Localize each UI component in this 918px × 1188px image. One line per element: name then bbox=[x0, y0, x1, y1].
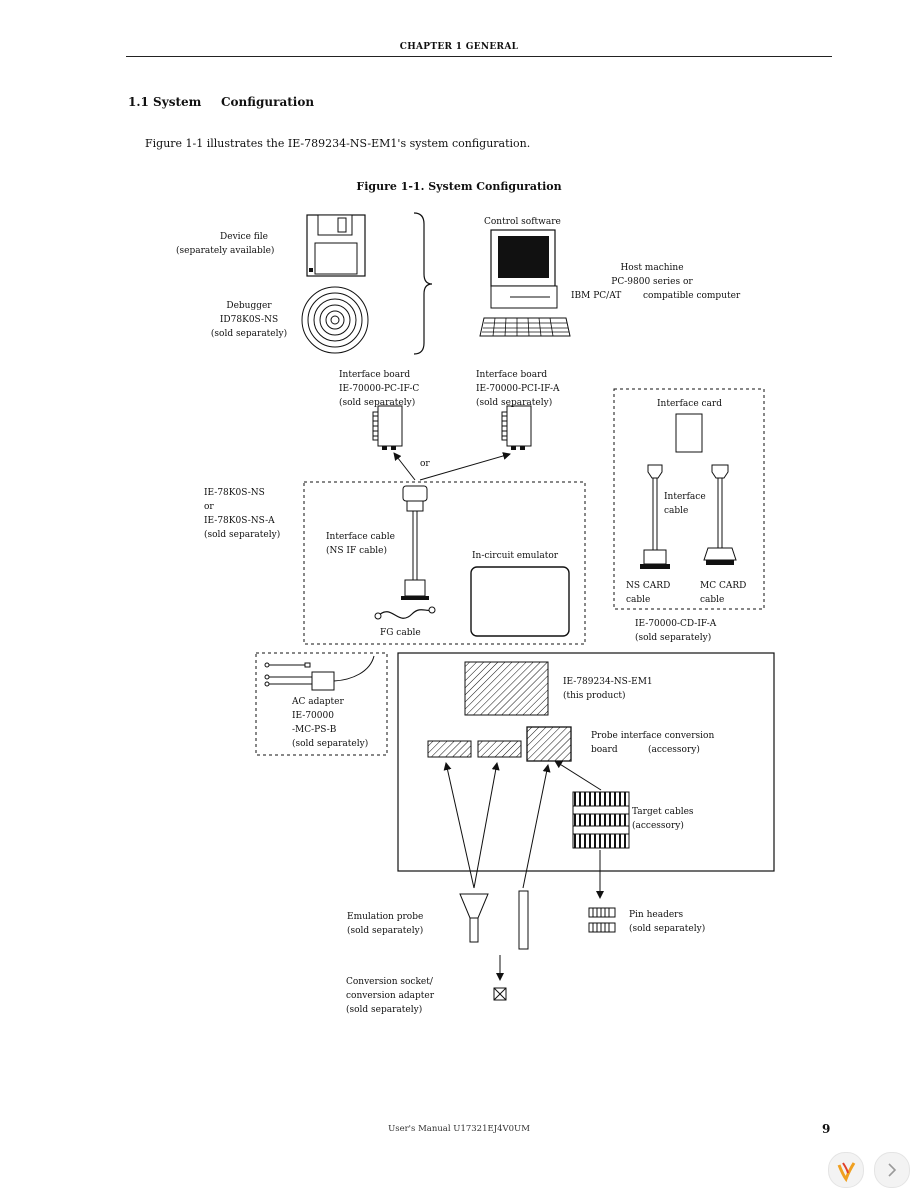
emulation-probe-icon bbox=[459, 893, 489, 943]
conversion-socket-icon bbox=[493, 987, 507, 1001]
product-name-label: IE-789234-NS-EM1 bbox=[563, 677, 653, 687]
header-rule bbox=[126, 56, 832, 57]
host-computer-icon bbox=[479, 229, 571, 337]
pin-headers-note: (sold separately) bbox=[629, 924, 706, 934]
cable-connector-icon bbox=[640, 464, 670, 569]
host-compatible-label: compatible computer bbox=[643, 291, 741, 301]
mc-card-cable-label: cable bbox=[700, 595, 725, 605]
interface-card-label: Interface card bbox=[657, 399, 722, 409]
pin-headers-icon bbox=[588, 907, 616, 933]
intro-paragraph: Figure 1-1 illustrates the IE-789234-NS-… bbox=[145, 137, 531, 150]
control-software-label: Control software bbox=[484, 217, 561, 227]
probe-interface-board bbox=[526, 726, 572, 762]
board-pc-label: Interface board bbox=[339, 370, 411, 380]
ie78k0s-note: (sold separately) bbox=[204, 530, 281, 540]
figure-caption: Figure 1-1. System Configuration bbox=[356, 180, 562, 193]
target-cables-label: Target cables bbox=[632, 807, 694, 817]
board-pc-note: (sold separately) bbox=[339, 398, 416, 408]
ac-adapter-label: AC adapter bbox=[292, 697, 344, 707]
page-number: 9 bbox=[822, 1122, 831, 1136]
probe-connector-2 bbox=[477, 740, 522, 758]
mc-card-label: MC CARD bbox=[700, 581, 747, 591]
chapter-header: CHAPTER 1 GENERAL bbox=[399, 42, 519, 52]
interface-card bbox=[675, 413, 703, 453]
ac-adapter-icon bbox=[264, 655, 375, 691]
probe-board-label: Probe interface conversion bbox=[591, 731, 715, 741]
conversion-socket-label: Conversion socket/ bbox=[346, 977, 433, 987]
board-pci-note: (sold separately) bbox=[476, 398, 553, 408]
host-machine-series: PC-9800 series or bbox=[611, 277, 693, 287]
fg-cable bbox=[377, 609, 432, 619]
fg-cable-label: FG cable bbox=[380, 628, 421, 638]
section-title: Configuration bbox=[221, 95, 315, 109]
device-file-label: Device file bbox=[220, 232, 268, 242]
chevron-right-icon bbox=[888, 1163, 897, 1177]
board-pci-name: IE-70000-PCI-IF-A bbox=[476, 384, 560, 394]
interface-card-cable-label: Interface bbox=[664, 492, 706, 502]
emulation-probe-label: Emulation probe bbox=[347, 912, 424, 922]
cable-connector-icon bbox=[703, 464, 737, 565]
ice-label: In-circuit emulator bbox=[472, 551, 559, 561]
ie78k0s-ns-label: IE-78K0S-NS bbox=[204, 488, 265, 498]
target-cables-note: (accessory) bbox=[632, 821, 684, 831]
device-file-note: (separately available) bbox=[176, 246, 275, 256]
interface-board-icon bbox=[372, 405, 403, 450]
cd-rom-icon bbox=[301, 286, 369, 354]
host-ibm-label: IBM PC/AT bbox=[571, 291, 622, 301]
probe-cable-icon bbox=[518, 890, 529, 950]
nav-logo-icon bbox=[837, 1162, 856, 1183]
interface-board-icon bbox=[501, 405, 532, 450]
in-circuit-emulator bbox=[470, 566, 570, 637]
ac-adapter-name-2: -MC-PS-B bbox=[292, 725, 337, 735]
section-number: 1.1 System bbox=[128, 95, 202, 109]
ac-adapter-note: (sold separately) bbox=[292, 739, 369, 749]
ie78k0s-ns-a-label: IE-78K0S-NS-A bbox=[204, 516, 275, 526]
floppy-disk-icon bbox=[306, 214, 366, 277]
nav-logo-button[interactable] bbox=[828, 1152, 864, 1188]
ie78k0s-or-label: or bbox=[204, 502, 214, 512]
target-cables-icon bbox=[572, 791, 630, 849]
probe-board-accessory: (accessory) bbox=[648, 745, 700, 755]
debugger-name: ID78K0S-NS bbox=[219, 315, 279, 325]
interface-cable-note: (NS IF cable) bbox=[326, 546, 387, 556]
board-pci-label: Interface board bbox=[476, 370, 548, 380]
ac-adapter-name-1: IE-70000 bbox=[292, 711, 334, 721]
probe-connector-1 bbox=[427, 740, 472, 758]
conversion-adapter-label: conversion adapter bbox=[346, 991, 435, 1001]
conversion-socket-note: (sold separately) bbox=[346, 1005, 423, 1015]
host-machine-label: Host machine bbox=[620, 263, 684, 273]
cable-connector-icon bbox=[401, 485, 429, 600]
ns-card-label: NS CARD bbox=[626, 581, 671, 591]
pin-headers-label: Pin headers bbox=[629, 910, 684, 920]
emulator-group-box bbox=[303, 481, 586, 645]
product-box bbox=[397, 652, 775, 872]
emulation-board bbox=[464, 661, 549, 716]
board-pc-name: IE-70000-PC-IF-C bbox=[339, 384, 420, 394]
or-label: or bbox=[420, 459, 430, 469]
interface-cable-label: Interface cable bbox=[326, 532, 395, 542]
debugger-note: (sold separately) bbox=[210, 329, 288, 339]
brace bbox=[413, 212, 433, 355]
product-note-label: (this product) bbox=[563, 691, 626, 701]
ns-card-cable-label: cable bbox=[626, 595, 651, 605]
interface-card-cable-label-2: cable bbox=[664, 506, 689, 516]
debugger-label: Debugger bbox=[226, 301, 272, 311]
ac-adapter-group-box bbox=[255, 652, 388, 756]
next-page-button[interactable] bbox=[874, 1152, 910, 1188]
emulation-probe-note: (sold separately) bbox=[347, 926, 424, 936]
interface-card-group-box bbox=[613, 388, 765, 610]
cd-if-note: (sold separately) bbox=[635, 633, 712, 643]
probe-board-label-2: board bbox=[591, 745, 618, 755]
footer-manual: User's Manual U17321EJ4V0UM bbox=[388, 1124, 530, 1134]
cd-if-label: IE-70000-CD-IF-A bbox=[635, 619, 717, 629]
